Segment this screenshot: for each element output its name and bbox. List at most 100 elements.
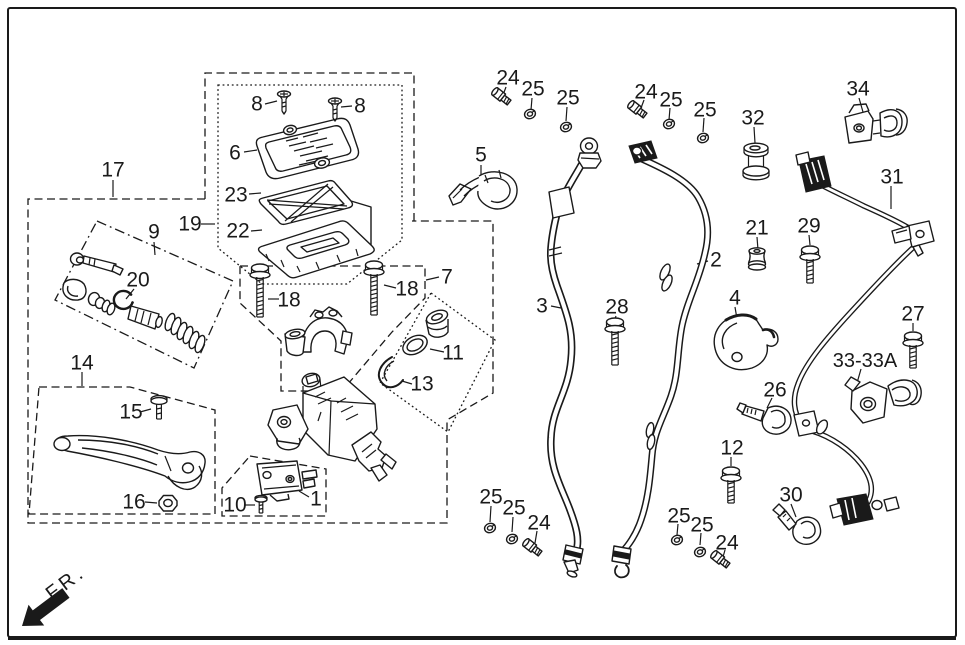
part-clamp-5 bbox=[448, 169, 518, 210]
part-label-29: 29 bbox=[797, 215, 820, 238]
part-label-30: 30 bbox=[779, 484, 802, 507]
leader-9-7 bbox=[153, 241, 156, 256]
leader-25-41 bbox=[511, 516, 514, 533]
part-16-nut-22 bbox=[158, 494, 178, 512]
part-label-3: 3 bbox=[536, 295, 548, 318]
part-label-15: 15 bbox=[119, 401, 142, 424]
part-hose-3 bbox=[546, 137, 602, 578]
part-label-25-4: 25 bbox=[693, 99, 716, 122]
part-hose-2 bbox=[611, 140, 712, 579]
part-holder bbox=[284, 306, 353, 357]
box-9 bbox=[54, 220, 234, 369]
leader-15-15 bbox=[139, 408, 152, 413]
part-label-34: 34 bbox=[846, 78, 870, 101]
part-27-flange_bolt-4 bbox=[902, 331, 924, 369]
part-master-cylinder bbox=[267, 372, 397, 482]
part-label-25-5: 25 bbox=[479, 486, 502, 509]
part-label-33-33A: 33-33A bbox=[833, 350, 898, 372]
part-label-5: 5 bbox=[475, 144, 487, 167]
part-24-banjo_bolt-8 bbox=[522, 538, 543, 557]
part-label-1: 1 bbox=[310, 488, 322, 511]
part-label-8: 8 bbox=[251, 93, 263, 116]
leader-25-22 bbox=[565, 106, 568, 122]
part-20-circlip-25 bbox=[112, 289, 134, 311]
part-8-cap_screw-18 bbox=[276, 90, 292, 115]
part-10-pan_screw-21 bbox=[254, 494, 268, 514]
part-12-flange_bolt-5 bbox=[720, 466, 742, 504]
part-label-2: 2 bbox=[710, 249, 722, 272]
box-19-outer bbox=[204, 72, 415, 221]
leader-18-10 bbox=[383, 284, 397, 289]
part-diaphragm-22 bbox=[257, 220, 375, 279]
part-pipe-31 bbox=[791, 151, 935, 526]
part-24-banjo_bolt-6 bbox=[491, 87, 512, 106]
part-25-washer-17 bbox=[693, 546, 707, 558]
fr-direction-marker: FR. bbox=[22, 561, 90, 626]
fr-arrow-icon bbox=[22, 588, 70, 626]
box-19-inner bbox=[217, 84, 403, 285]
leader-25-27 bbox=[702, 117, 705, 133]
part-clamp-30 bbox=[772, 503, 822, 545]
part-label-10: 10 bbox=[223, 494, 246, 517]
part-clip-13 bbox=[377, 356, 404, 389]
leader-3-23 bbox=[550, 305, 562, 309]
part-label-31: 31 bbox=[880, 166, 903, 189]
part-kit-9 bbox=[62, 252, 206, 354]
part-clamp-34 bbox=[844, 103, 908, 144]
part-label-24-2: 24 bbox=[634, 81, 658, 104]
part-25-washer-11 bbox=[559, 121, 573, 133]
part-cap-6 bbox=[255, 117, 360, 180]
part-label-28: 28 bbox=[605, 296, 628, 319]
part-25-washer-10 bbox=[523, 108, 537, 120]
leader-25-43 bbox=[676, 523, 679, 536]
leader-7-11 bbox=[425, 276, 440, 281]
part-18-flange_bolt-0 bbox=[249, 263, 271, 318]
leader-8-2 bbox=[340, 105, 353, 108]
part-label-20: 20 bbox=[126, 269, 149, 292]
part-label-13: 13 bbox=[410, 373, 433, 396]
part-label-4: 4 bbox=[729, 287, 741, 310]
part-29-flange_bolt-3 bbox=[799, 245, 821, 284]
part-plate-23 bbox=[258, 179, 354, 226]
part-25-washer-16 bbox=[670, 534, 684, 546]
part-label-25-6: 25 bbox=[502, 497, 525, 520]
leader-30-39 bbox=[790, 503, 797, 518]
part-label-16: 16 bbox=[122, 491, 145, 514]
part-lever-14 bbox=[53, 434, 206, 491]
leader-8-1 bbox=[264, 100, 278, 105]
part-label-25-8: 25 bbox=[690, 514, 713, 537]
leader-25-40 bbox=[489, 505, 492, 523]
part-label-18-2: 18 bbox=[395, 278, 418, 301]
part-28-flange_bolt-2 bbox=[604, 317, 626, 366]
leader-13-13 bbox=[401, 380, 413, 385]
part-21-damper-23 bbox=[747, 247, 767, 271]
box-17 bbox=[27, 198, 494, 524]
part-label-12: 12 bbox=[720, 437, 743, 460]
part-label-26: 26 bbox=[763, 379, 786, 402]
leader-lines bbox=[81, 86, 914, 558]
part-18-flange_bolt-1 bbox=[363, 260, 385, 316]
leader-32-30 bbox=[753, 126, 756, 144]
part-label-14: 14 bbox=[70, 352, 94, 375]
part-8-cap_screw-19 bbox=[327, 97, 343, 122]
part-label-9: 9 bbox=[148, 221, 160, 244]
part-switch-1 bbox=[256, 460, 318, 502]
part-15-pan_screw-20 bbox=[150, 394, 168, 420]
part-label-25-3: 25 bbox=[659, 89, 682, 112]
part-label-25: 25 bbox=[521, 78, 544, 101]
part-25-washer-15 bbox=[505, 533, 519, 545]
part-clamp-26 bbox=[736, 402, 792, 435]
part-label-7: 7 bbox=[441, 266, 453, 289]
part-label-32: 32 bbox=[741, 107, 764, 130]
page-border bbox=[7, 7, 957, 640]
part-label-21: 21 bbox=[745, 217, 768, 240]
leader-25-26 bbox=[668, 107, 671, 121]
box-1 bbox=[221, 455, 327, 517]
part-label-24-3: 24 bbox=[527, 512, 551, 535]
part-label-6: 6 bbox=[229, 142, 241, 165]
leader-25-21 bbox=[530, 97, 533, 111]
part-ring-11 bbox=[402, 334, 428, 356]
leader-16-16 bbox=[144, 501, 158, 504]
part-label-25-7: 25 bbox=[667, 505, 690, 528]
